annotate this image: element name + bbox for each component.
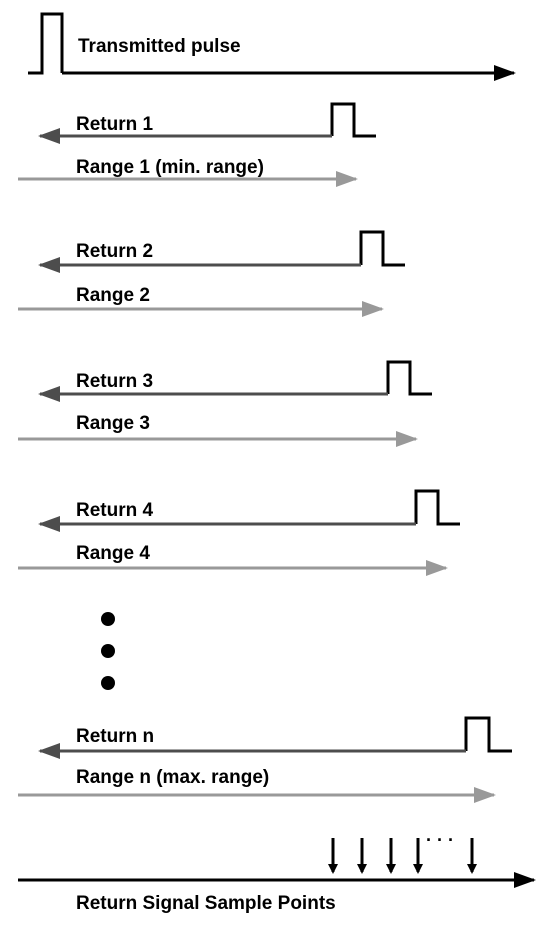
return-1-label: Return 1	[76, 114, 154, 135]
transmitted-pulse-shape	[28, 12, 64, 75]
range-3-label: Range 3	[76, 413, 150, 434]
transmitted-pulse-label: Transmitted pulse	[78, 36, 241, 57]
range-2-label: Range 2	[76, 285, 150, 306]
transmitted-pulse-group: Transmitted pulse	[28, 12, 516, 81]
return-1-pulse-shape	[330, 102, 376, 138]
ellipsis-dot	[101, 676, 115, 690]
range-n-label: Range n (max. range)	[76, 767, 269, 788]
range-4-label: Range 4	[76, 543, 150, 564]
return-n-pulse-shape	[464, 716, 512, 753]
range-1-label: Range 1 (min. range)	[76, 157, 264, 178]
return-range-pair-n: Return n Range n (max. range)	[18, 716, 512, 803]
return-4-label: Return 4	[76, 500, 154, 521]
return-2-label: Return 2	[76, 241, 153, 262]
return-range-pair-3: Return 3 Range 3	[18, 360, 432, 447]
vertical-ellipsis	[101, 612, 115, 690]
return-range-pair-1: Return 1 Range 1 (min. range)	[18, 102, 376, 187]
return-range-pair-4: Return 4 Range 4	[18, 489, 460, 576]
ellipsis-dot	[101, 644, 115, 658]
return-range-pair-2: Return 2 Range 2	[18, 230, 405, 317]
return-n-label: Return n	[76, 726, 154, 747]
return-3-pulse-shape	[386, 360, 432, 396]
sample-points-label: Return Signal Sample Points	[76, 893, 336, 914]
sample-ellipsis: · · ·	[426, 830, 454, 850]
sample-points-group: · · · Return Signal Sample Points	[18, 830, 536, 914]
return-2-pulse-shape	[359, 230, 405, 267]
ellipsis-dot	[101, 612, 115, 626]
return-4-pulse-shape	[414, 489, 460, 526]
return-3-label: Return 3	[76, 371, 153, 392]
